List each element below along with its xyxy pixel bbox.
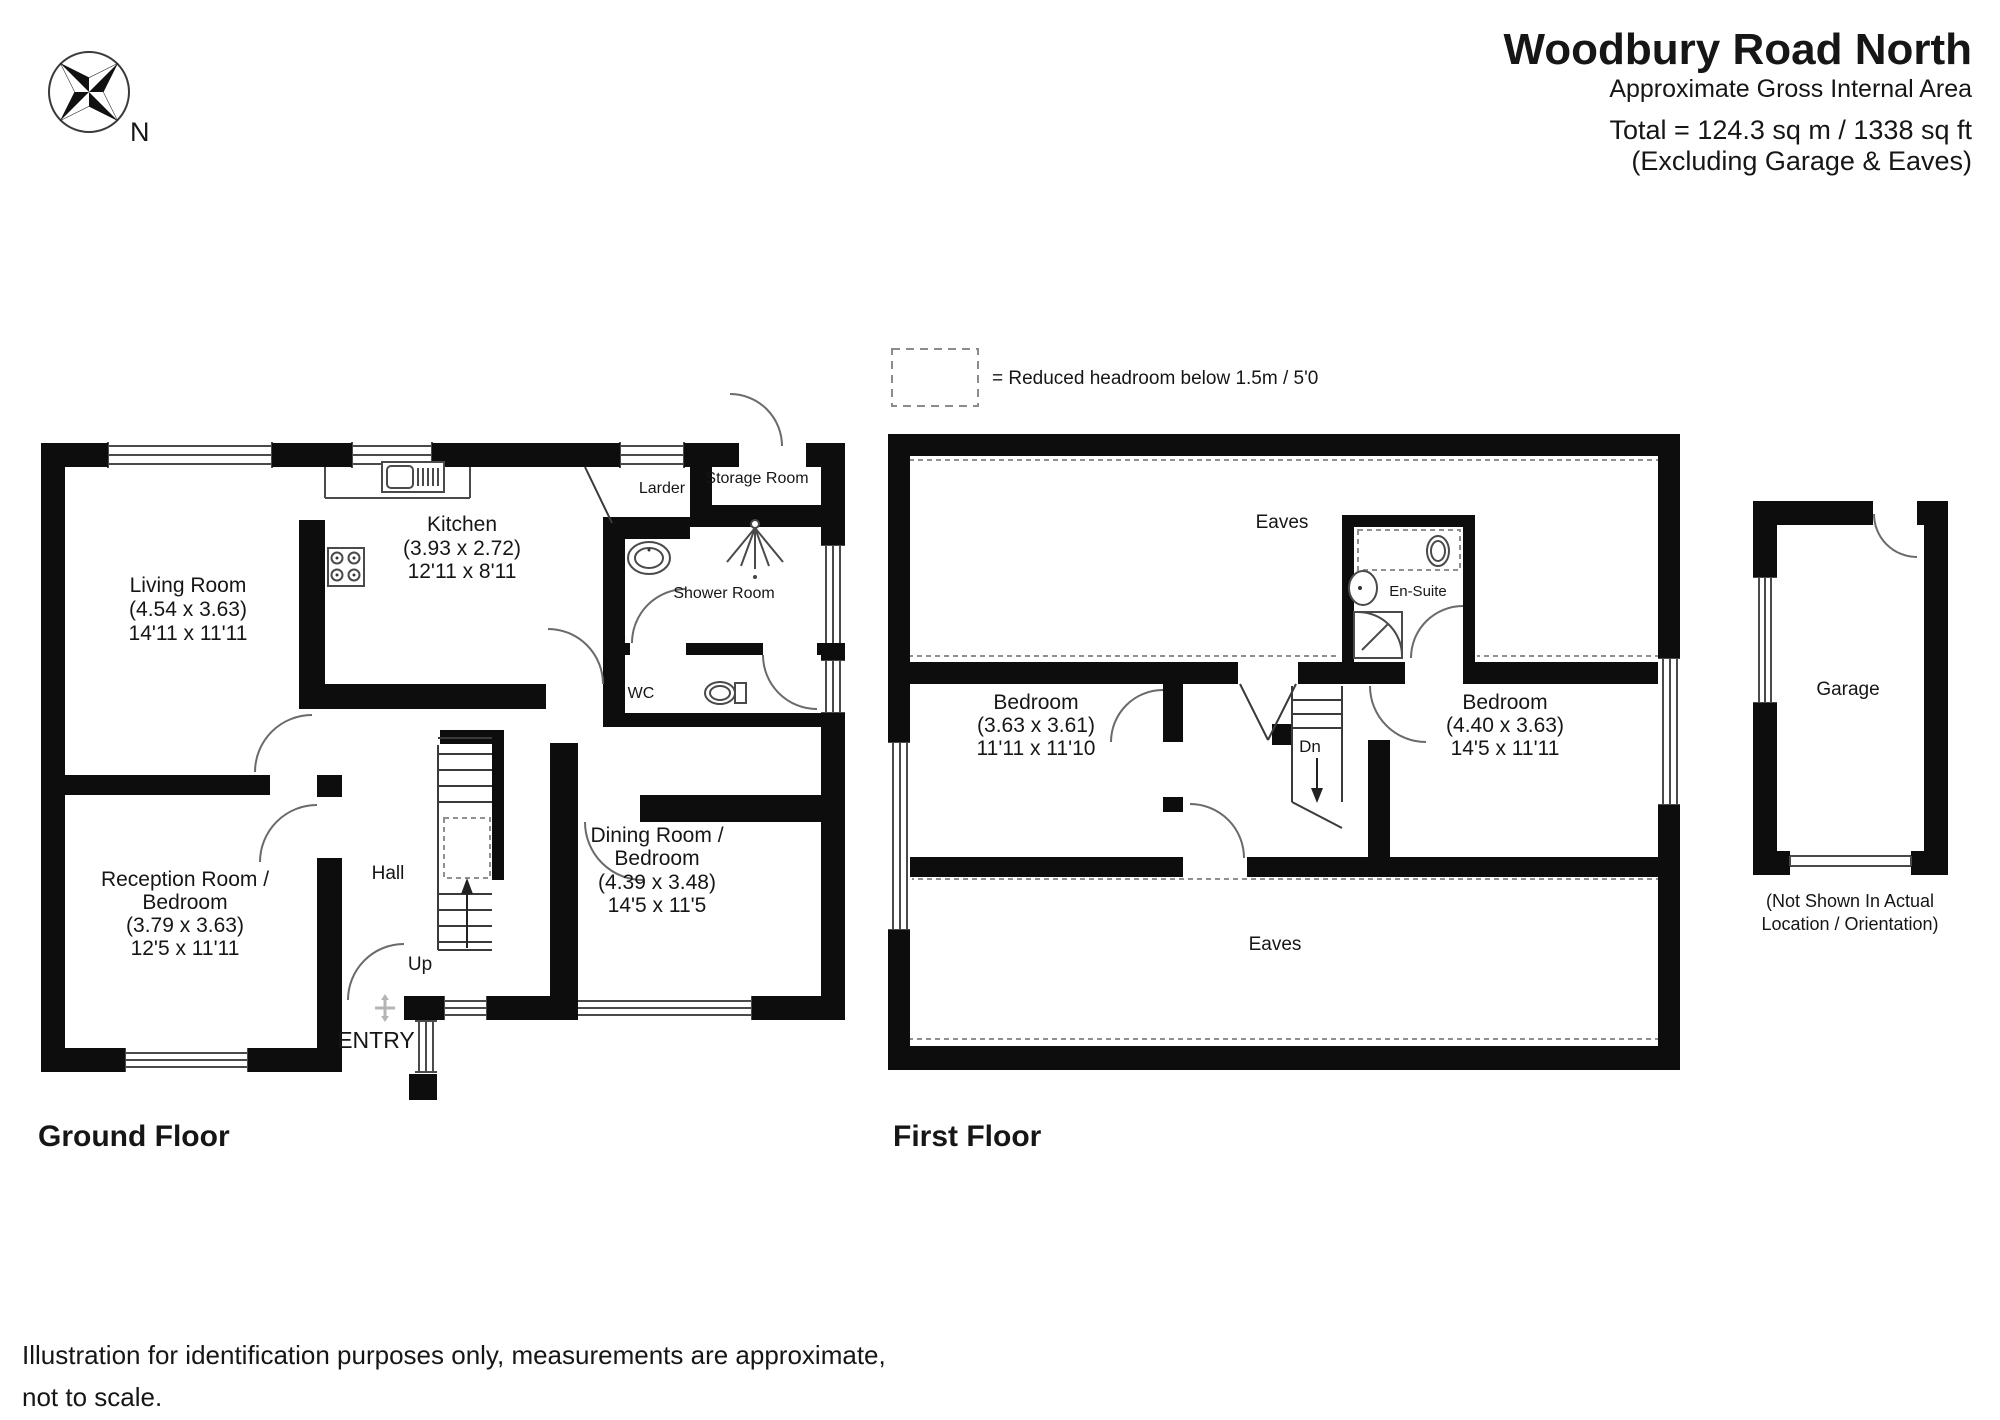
kitchen-sink-icon (324, 461, 471, 499)
excluding-note: (Excluding Garage & Eaves) (1631, 146, 1972, 176)
garage-note-line1: (Not Shown In Actual (1766, 891, 1934, 911)
compass-rose: N (48, 51, 150, 147)
disclaimer-line2: not to scale. (22, 1382, 162, 1412)
eaves-top-label: Eaves (1256, 512, 1309, 533)
garage-note-line2: Location / Orientation) (1761, 914, 1938, 934)
first-floor-title: First Floor (893, 1120, 1042, 1153)
living-room-metric: (4.54 x 3.63) (129, 598, 247, 621)
wc-label: WC (628, 685, 655, 702)
up-label: Up (408, 954, 432, 975)
dining-room-metric: (4.39 x 3.48) (598, 871, 716, 894)
disclaimer-line1: Illustration for identification purposes… (22, 1340, 886, 1370)
ground-floor-doors (254, 393, 818, 1001)
basin-icon (627, 541, 671, 575)
garage-label: Garage (1816, 679, 1879, 700)
eaves-bottom-label: Eaves (1249, 934, 1302, 955)
kitchen-metric: (3.93 x 2.72) (403, 537, 521, 560)
larder-label: Larder (639, 480, 686, 497)
shower-head-icon (726, 519, 784, 579)
bedroom-right-label: Bedroom (1462, 691, 1547, 714)
ensuite-toilet-icon (1426, 535, 1450, 567)
bedroom-left-imperial: 11'11 x 11'10 (977, 737, 1096, 760)
eaves-top-area (899, 459, 1669, 657)
reception-room-metric: (3.79 x 3.63) (126, 914, 244, 937)
stairs-up (437, 737, 492, 951)
title-block: Woodbury Road North Approximate Gross In… (1504, 25, 1973, 176)
ground-floor-walls (41, 443, 845, 1100)
hall-label: Hall (372, 863, 405, 884)
entry-door-symbol (375, 994, 395, 1022)
storage-room-label: Storage Room (705, 470, 808, 487)
dining-room-label2: Bedroom (614, 847, 699, 870)
ensuite-shower-tray-icon (1353, 611, 1403, 659)
garage-side-door (1873, 513, 1918, 558)
bedroom-right-metric: (4.40 x 3.63) (1446, 714, 1564, 737)
garage-plan: Garage (Not Shown In Actual Location / O… (1751, 501, 1948, 934)
compass-north-label: N (130, 117, 150, 147)
garage-door-opening (1789, 855, 1912, 867)
legend-reduced-headroom-swatch (891, 348, 979, 407)
toilet-icon (704, 681, 747, 705)
first-floor-windows (886, 657, 1682, 931)
page-title: Woodbury Road North (1504, 25, 1972, 74)
disclaimer: Illustration for identification purposes… (22, 1340, 886, 1412)
entry-label: ENTRY (337, 1027, 415, 1053)
total-area: Total = 124.3 sq m / 1338 sq ft (1610, 115, 1973, 145)
living-room-imperial: 14'11 x 11'11 (129, 622, 248, 645)
first-floor-doors (1110, 605, 1464, 859)
ground-floor-plan: Living Room (4.54 x 3.63) 14'11 x 11'11 … (38, 393, 847, 1153)
legend-label: = Reduced headroom below 1.5m / 5'0 (992, 368, 1318, 389)
first-floor-walls (888, 434, 1680, 1070)
dining-room-label: Dining Room / (590, 824, 723, 847)
ensuite-basin-icon (1348, 570, 1378, 606)
reception-room-imperial: 12'5 x 11'11 (131, 937, 240, 960)
bedroom-right-imperial: 14'5 x 11'11 (1451, 737, 1560, 760)
shower-room-label: Shower Room (673, 585, 774, 602)
kitchen-imperial: 12'11 x 8'11 (408, 560, 517, 583)
reception-room-label: Reception Room / (101, 868, 269, 891)
stairs-down (1291, 686, 1343, 829)
bedroom-left-label: Bedroom (993, 691, 1078, 714)
reduced-headroom-under-stairs (443, 817, 491, 879)
ground-floor-title: Ground Floor (38, 1120, 230, 1153)
reception-room-label2: Bedroom (142, 891, 227, 914)
legend: = Reduced headroom below 1.5m / 5'0 (891, 348, 1318, 407)
eaves-bottom-area (899, 878, 1669, 1040)
living-room-label: Living Room (130, 574, 247, 597)
page-subtitle: Approximate Gross Internal Area (1609, 75, 1972, 103)
ensuite-label: En-Suite (1389, 583, 1447, 600)
bedroom-left-metric: (3.63 x 3.61) (977, 714, 1095, 737)
ensuite-reduced-headroom (1357, 529, 1461, 571)
kitchen-label: Kitchen (427, 513, 497, 536)
ground-floor-windows (107, 440, 847, 1074)
dn-label: Dn (1299, 737, 1321, 756)
first-floor-plan: Eaves Eaves En-Suite Dn Bedroom (3.63 x … (886, 434, 1682, 1153)
ensuite-room (1348, 529, 1461, 659)
hob-icon (327, 547, 365, 587)
dining-room-imperial: 14'5 x 11'5 (608, 894, 707, 917)
garage-walls (1753, 501, 1948, 875)
